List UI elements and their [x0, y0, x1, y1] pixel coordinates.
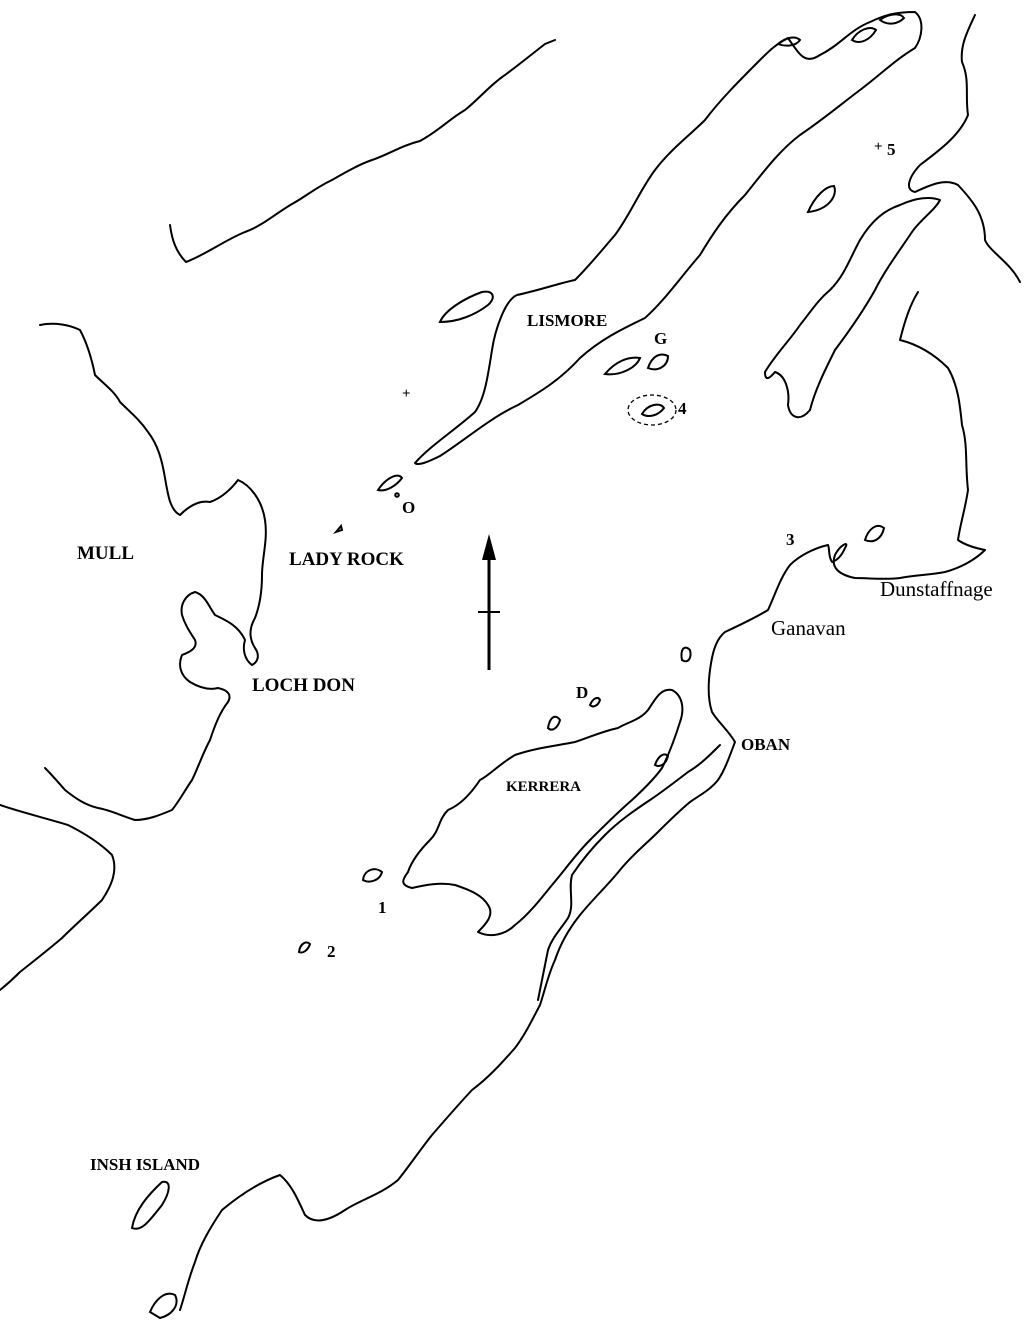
coast-kerrera: [402, 688, 684, 937]
islet-1: [361, 868, 384, 883]
islet-north-3: [878, 13, 906, 25]
islet-ganavan: [680, 646, 692, 663]
label-g: G: [654, 329, 668, 348]
label-d: D: [576, 683, 589, 702]
islet-kerrera-nw: [546, 715, 562, 731]
label-4: 4: [678, 399, 687, 418]
islet-g-1: [603, 356, 642, 376]
coast-peninsula: [764, 196, 941, 419]
label-kerrera: KERRERA: [506, 779, 582, 795]
islet-southern-tip: [148, 1292, 178, 1320]
label-lady-rock: LADY ROCK: [289, 549, 404, 570]
plus-marker-lismore: +: [402, 386, 411, 402]
label-o: O: [402, 498, 416, 517]
islet-lismore-west: [438, 290, 494, 324]
islet-o-small: [394, 492, 400, 498]
label-2: 2: [327, 942, 336, 961]
islet-4-dashed-boundary: [627, 394, 677, 426]
coast-lismore: [414, 11, 923, 466]
coast-benderloch: [908, 14, 1021, 283]
islet-lady-rock: [332, 523, 344, 535]
islet-g-2: [646, 353, 670, 371]
north-arrow-icon: [478, 534, 500, 670]
islet-d: [588, 696, 602, 708]
coast-morvern: [169, 39, 556, 263]
label-5: 5: [887, 140, 896, 159]
coast-kerrera-sound-inner: [537, 744, 721, 1001]
islet-dunstaffnage: [863, 524, 886, 543]
islet-4: [640, 403, 666, 417]
label-lismore: LISMORE: [527, 311, 608, 330]
label-mull: MULL: [77, 543, 134, 564]
islet-north-channel: [806, 184, 836, 214]
islet-north-1: [776, 36, 802, 47]
label-oban: OBAN: [741, 735, 791, 754]
islet-o: [376, 474, 404, 492]
label-dunstaffnage: Dunstaffnage: [880, 577, 993, 601]
label-insh-island: INSH ISLAND: [90, 1155, 201, 1174]
islet-insh: [130, 1180, 170, 1230]
label-3: 3: [786, 530, 795, 549]
coast-mull-south: [0, 804, 116, 991]
islet-oban-bay: [653, 753, 670, 767]
islet-2: [297, 941, 312, 954]
plus-marker-north: +: [874, 139, 883, 155]
label-loch-don: LOCH DON: [252, 675, 355, 696]
coast-oban-mainland: [179, 291, 986, 1311]
coast-mull: [39, 322, 267, 821]
islet-north-2: [850, 27, 878, 43]
label-ganavan: Ganavan: [771, 616, 846, 640]
label-1: 1: [378, 898, 387, 917]
